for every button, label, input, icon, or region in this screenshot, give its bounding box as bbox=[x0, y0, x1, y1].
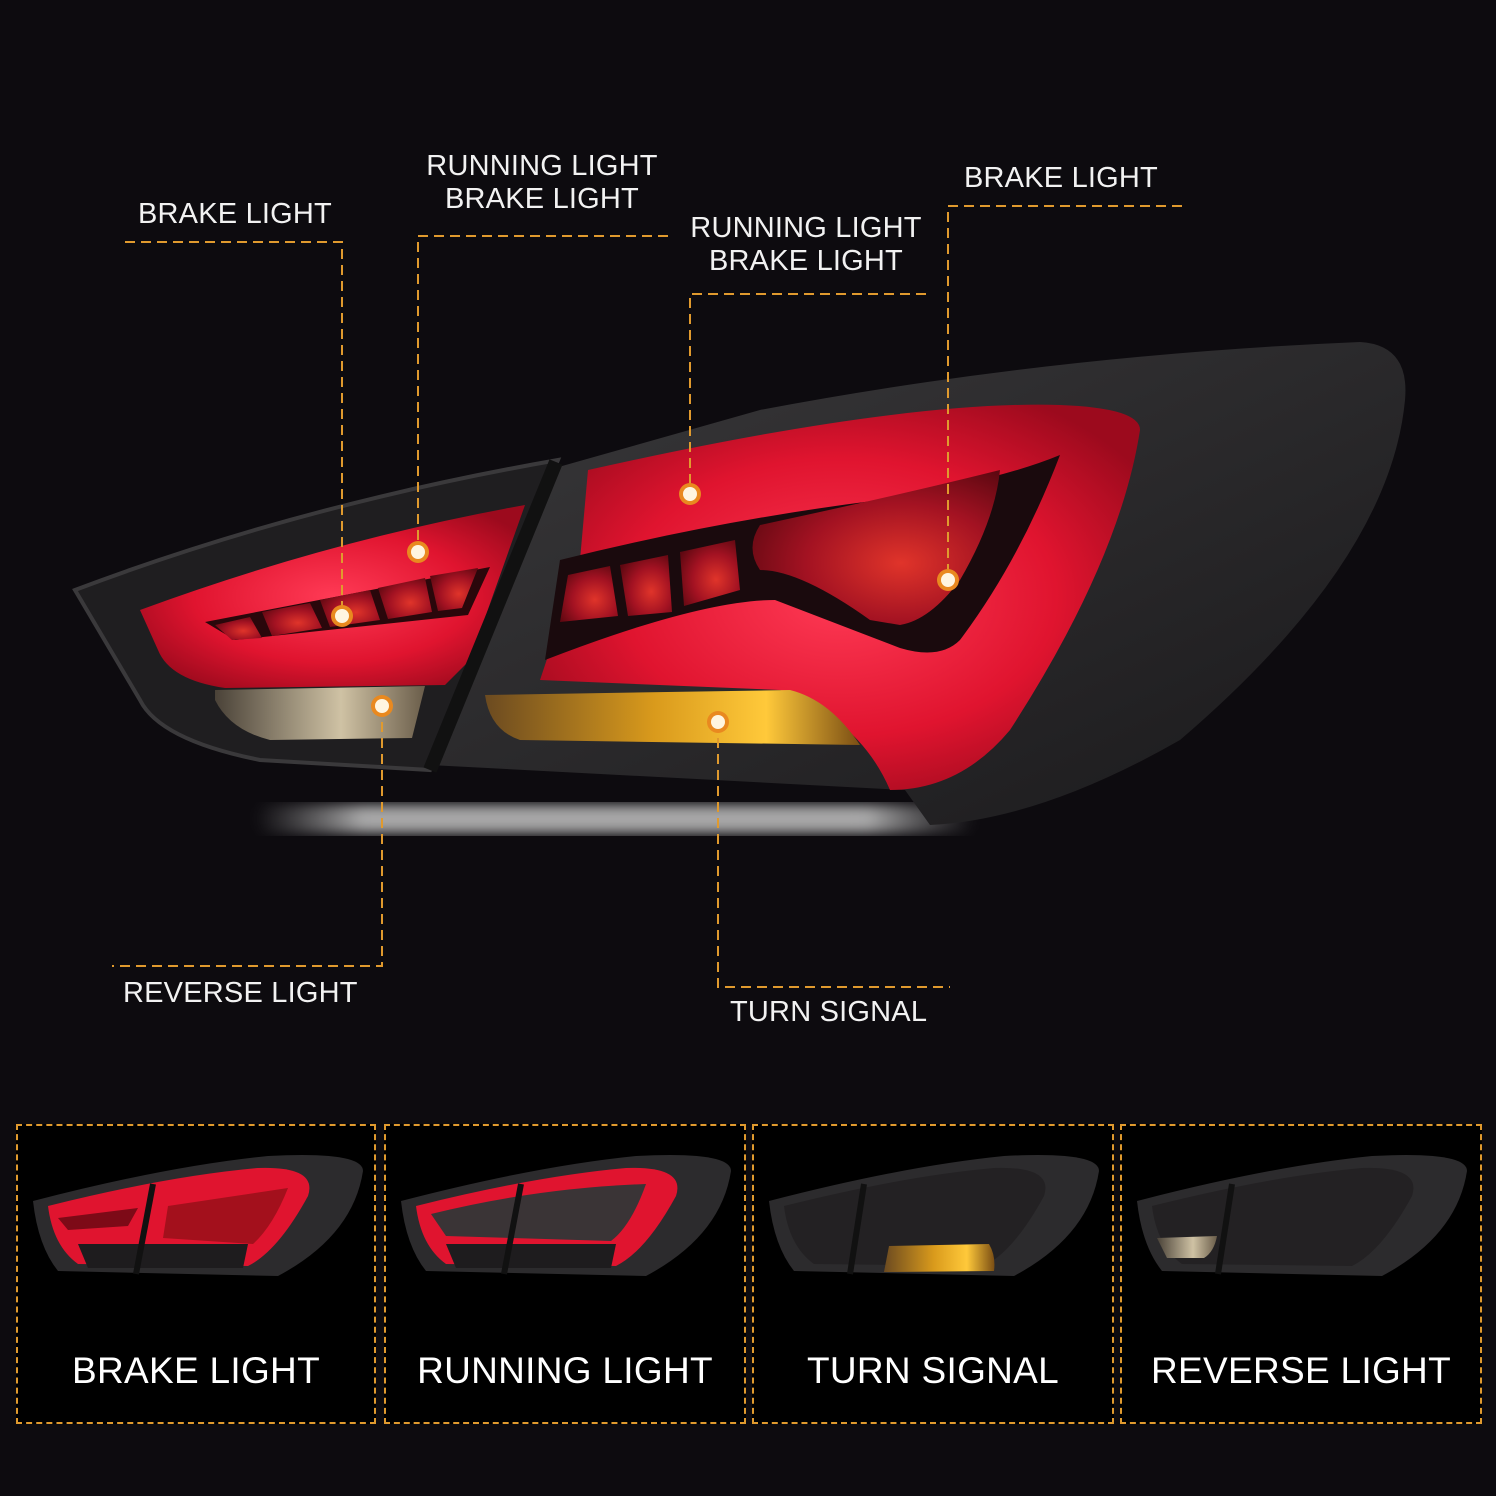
inner-reverse-lens bbox=[215, 686, 425, 740]
dot-brake-left bbox=[331, 605, 353, 627]
panel-thumbnail-running bbox=[401, 1155, 731, 1276]
housing-seam bbox=[423, 459, 563, 773]
dot-running-inner bbox=[679, 483, 701, 505]
panel-reverse-light: REVERSE LIGHT bbox=[1120, 1124, 1482, 1424]
callout-label-reverse: REVERSE LIGHT bbox=[123, 977, 358, 1009]
callout-line-reverse bbox=[112, 706, 383, 967]
callout-label-running-inner: RUNNING LIGHT BRAKE LIGHT bbox=[690, 212, 922, 277]
callout-lines bbox=[112, 205, 1182, 988]
callout-label-running-outer: RUNNING LIGHT BRAKE LIGHT bbox=[426, 150, 658, 215]
callout-label-brake-left: BRAKE LIGHT bbox=[138, 198, 332, 230]
tail-light-assembly bbox=[72, 342, 1406, 825]
callout-line-running-outer bbox=[417, 235, 668, 552]
panel-label: BRAKE LIGHT bbox=[72, 1350, 320, 1391]
dot-running-outer bbox=[407, 541, 429, 563]
panel-label: RUNNING LIGHT bbox=[417, 1350, 713, 1391]
callout-label-turn: TURN SIGNAL bbox=[730, 996, 928, 1028]
panel-running-light: RUNNING LIGHT bbox=[384, 1124, 746, 1424]
panel-thumbnail-reverse bbox=[1137, 1155, 1467, 1276]
dot-reverse bbox=[371, 695, 393, 717]
callout-dots bbox=[331, 483, 959, 733]
turn-signal-lens bbox=[485, 690, 860, 745]
panel-label: TURN SIGNAL bbox=[806, 1350, 1060, 1391]
callout-line-brake-right bbox=[947, 205, 1182, 580]
floor-reflection bbox=[255, 805, 975, 833]
outer-lens-cells bbox=[560, 540, 740, 622]
callout-line-brake-left bbox=[125, 241, 343, 616]
dot-brake-right bbox=[937, 569, 959, 591]
main-stop-lens bbox=[752, 470, 1000, 625]
panel-thumbnail-brake bbox=[33, 1155, 363, 1276]
callout-line-running-inner bbox=[689, 293, 926, 494]
panel-thumbnail-turn bbox=[769, 1155, 1099, 1276]
callout-line-turn bbox=[717, 722, 950, 988]
dot-turn bbox=[707, 711, 729, 733]
panel-brake-light: BRAKE LIGHT bbox=[16, 1124, 376, 1424]
callout-label-brake-right: BRAKE LIGHT bbox=[964, 162, 1158, 194]
panel-turn-signal: TURN SIGNAL bbox=[752, 1124, 1114, 1424]
panel-label: REVERSE LIGHT bbox=[1151, 1350, 1451, 1391]
